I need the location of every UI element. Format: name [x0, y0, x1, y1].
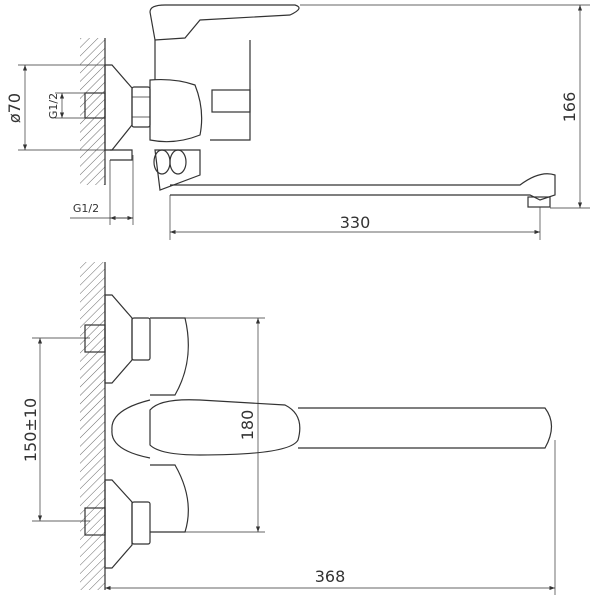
- aerator: [527, 196, 551, 208]
- top-view: 180 150±10 368: [21, 262, 556, 595]
- side-view: 166 330 ø70 G1/2 G1/2: [5, 4, 590, 240]
- wall-hatch: [80, 38, 105, 185]
- spout: [170, 173, 556, 201]
- diverter-knob: [111, 399, 151, 459]
- side-plug: [211, 89, 251, 113]
- dim-overall-length: 368: [315, 567, 346, 586]
- dim-escutcheon-diameter: ø70: [5, 93, 24, 123]
- lever-handle-top: [149, 399, 301, 456]
- body-front: [149, 78, 203, 143]
- body: [150, 317, 189, 533]
- upper-connector: [84, 294, 151, 384]
- lower-connector: [84, 479, 151, 569]
- dim-height: 166: [560, 92, 579, 123]
- spout-top: [298, 407, 553, 449]
- dim-thread-side: G1/2: [47, 93, 60, 119]
- escutcheon: [104, 64, 133, 151]
- body-outline: [154, 40, 251, 141]
- lever-handle: [149, 4, 300, 41]
- dim-thread-bottom: G1/2: [73, 202, 99, 215]
- dim-body-height: 180: [238, 410, 257, 441]
- wall-hatch-2: [80, 262, 105, 590]
- dim-spout-reach: 330: [340, 213, 371, 232]
- dim-center-distance: 150±10: [21, 398, 40, 462]
- hex-nut: [131, 86, 151, 128]
